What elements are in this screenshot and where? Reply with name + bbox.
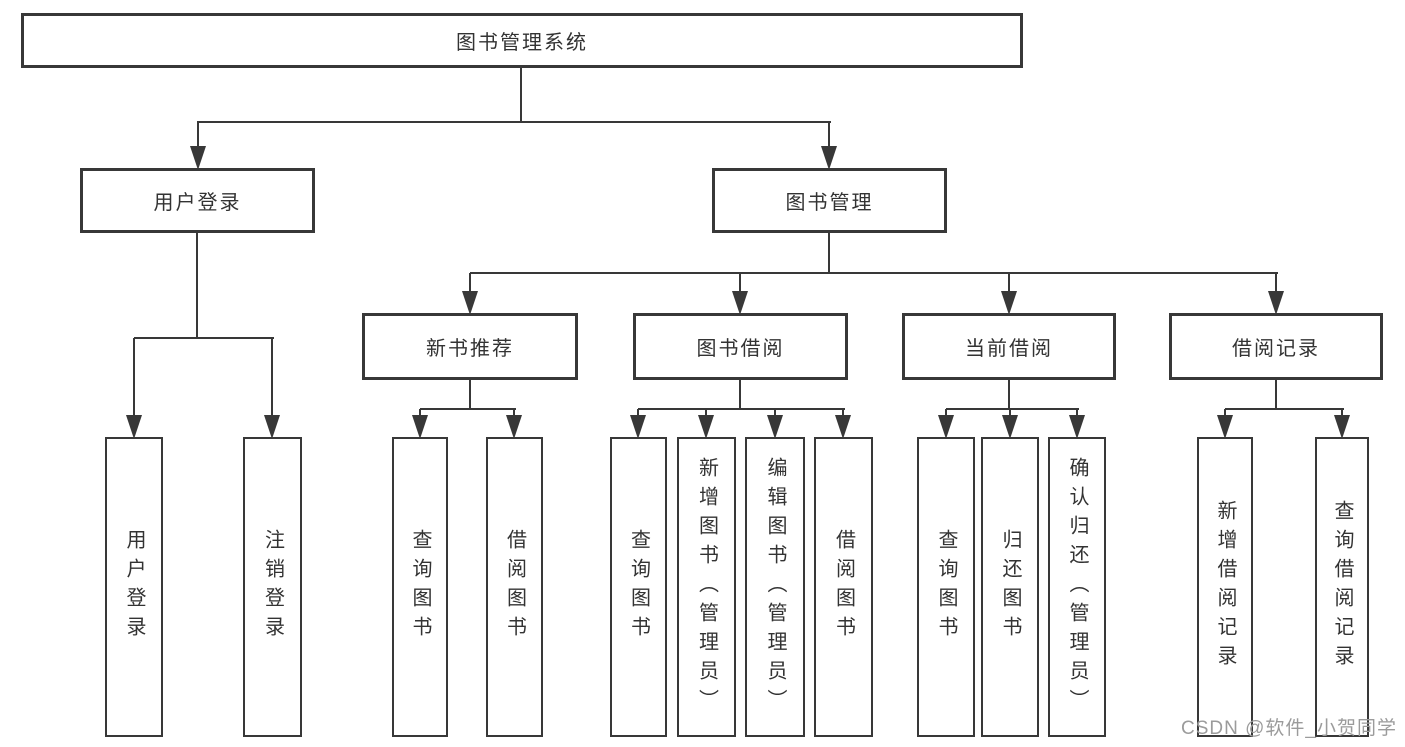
arrowhead-icon [462,291,478,315]
arrow-shaft [1341,409,1343,415]
node-current-borrow: 当前借阅 [902,313,1116,380]
leaf-confirm-return-admin: 确认归还（管理员） [1048,437,1106,737]
arrowhead-icon [506,415,522,439]
arrow-shaft [197,121,199,146]
connector-line [469,380,471,410]
connector-line [520,68,522,123]
arrowhead-icon [630,415,646,439]
node-book-management: 图书管理 [712,168,947,233]
arrow-shaft [945,409,947,415]
leaf-query-books-recommend: 查询图书 [392,437,448,737]
arrow-shaft [1224,409,1226,415]
node-root-label: 图书管理系统 [456,32,588,54]
arrow-shaft [774,409,776,415]
connector-line [739,380,741,410]
arrow-shaft [705,409,707,415]
arrowhead-icon [1069,415,1085,439]
connector-line [1008,380,1010,410]
arrowhead-icon [938,415,954,439]
leaf-user-login: 用户登录 [105,437,163,737]
arrow-shaft [1275,273,1277,291]
connector-line [197,121,831,123]
leaf-add-books-admin: 新增图书（管理员） [677,437,736,737]
node-user-login-label: 用户登录 [153,192,242,214]
arrow-shaft [739,273,741,291]
connector-line [1275,380,1277,410]
connector-line [196,233,198,339]
connector-line [828,233,830,274]
arrowhead-icon [190,146,206,170]
arrow-shaft [469,273,471,291]
leaf-query-borrow-record: 查询借阅记录 [1315,437,1369,737]
node-borrow-records: 借阅记录 [1169,313,1383,380]
leaf-query-books-borrow: 查询图书 [610,437,667,737]
node-current-borrow-label: 当前借阅 [965,338,1053,360]
node-book-borrow: 图书借阅 [633,313,848,380]
arrowhead-icon [1268,291,1284,315]
arrow-shaft [271,338,273,415]
arrow-shaft [1008,273,1010,291]
leaf-query-books-current: 查询图书 [917,437,975,737]
connector-line [134,337,274,339]
arrowhead-icon [835,415,851,439]
arrowhead-icon [1334,415,1350,439]
leaf-borrow-books: 借阅图书 [814,437,873,737]
connector-line [1225,408,1344,410]
arrow-shaft [1076,409,1078,415]
node-new-book-recommend: 新书推荐 [362,313,578,380]
connector-line [638,408,845,410]
node-book-management-label: 图书管理 [785,192,874,214]
leaf-logout: 注销登录 [243,437,302,737]
watermark: CSDN @软件_小贺同学 [1181,718,1397,739]
arrowhead-icon [732,291,748,315]
arrow-shaft [828,121,830,146]
leaf-edit-books-admin: 编辑图书（管理员） [745,437,805,737]
connector-line [946,408,1079,410]
arrowhead-icon [821,146,837,170]
leaf-borrow-books-recommend: 借阅图书 [486,437,543,737]
connector-line [420,408,516,410]
arrowhead-icon [264,415,280,439]
node-book-borrow-label: 图书借阅 [696,338,785,360]
arrow-shaft [419,409,421,415]
node-root: 图书管理系统 [21,13,1023,68]
arrowhead-icon [126,415,142,439]
arrowhead-icon [1001,291,1017,315]
leaf-add-borrow-record: 新增借阅记录 [1197,437,1253,737]
arrowhead-icon [767,415,783,439]
arrowhead-icon [412,415,428,439]
arrowhead-icon [1002,415,1018,439]
leaf-return-books: 归还图书 [981,437,1039,737]
node-user-login: 用户登录 [80,168,315,233]
arrowhead-icon [698,415,714,439]
arrow-shaft [842,409,844,415]
arrow-shaft [513,409,515,415]
node-new-book-recommend-label: 新书推荐 [426,338,514,360]
arrowhead-icon [1217,415,1233,439]
node-borrow-records-label: 借阅记录 [1232,338,1320,360]
arrow-shaft [637,409,639,415]
arrow-shaft [1009,409,1011,415]
arrow-shaft [133,338,135,415]
connector-line [470,272,1278,274]
